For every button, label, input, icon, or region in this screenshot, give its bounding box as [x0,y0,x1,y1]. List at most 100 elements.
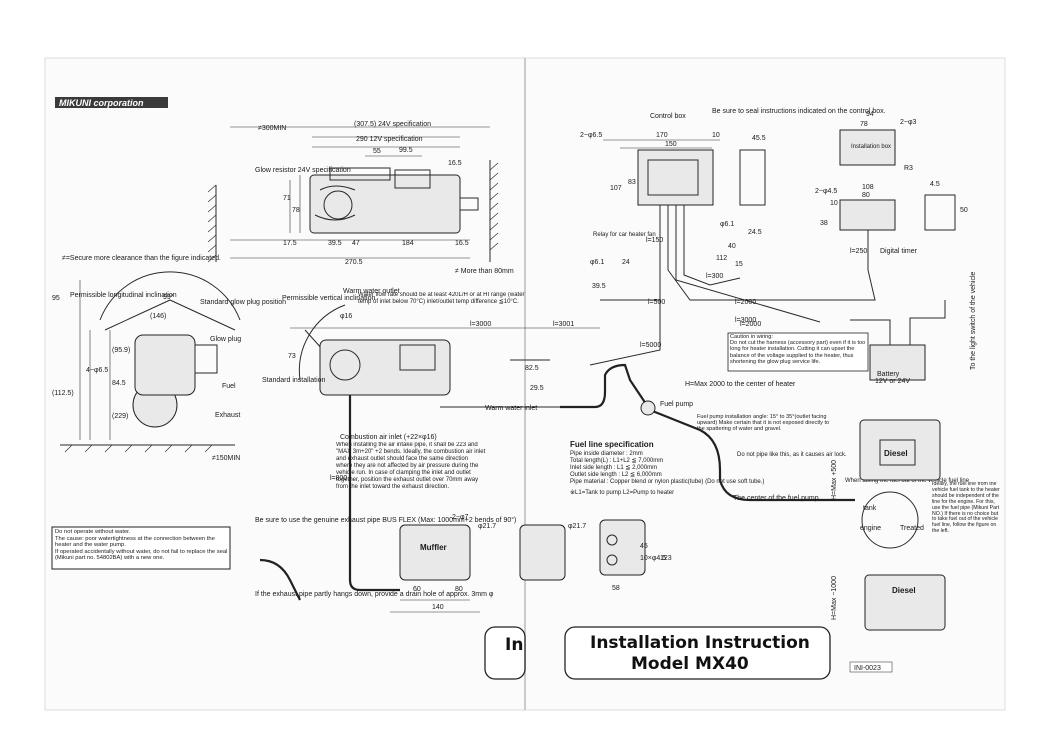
water-warning-box: Do not operate without water. The cause:… [51,526,231,570]
dim-top-1: (307.5) 24V specification [354,121,431,128]
dim-top-5: 16.5 [448,160,462,167]
clearance-note: ≠=Secure more clearance than the figure … [62,255,221,262]
dim-top-10: 47 [352,240,360,247]
control-box: Control box Be sure to seal instructions… [553,108,968,366]
muffler-dim-0: 2−φ7 [452,514,469,521]
combustion-air-note: When installing the air intake pipe, it … [336,442,486,490]
pump-center-label: The center of the fuel pump [733,495,819,502]
tank-label-6: H=Max −1000 [831,576,838,620]
front-label-1: Standard installation [262,377,326,384]
side-label-5: 4−φ6.5 [86,367,108,374]
cb-len-0: l=150 [646,237,663,244]
title-line-1: Installation Instruction [590,633,810,653]
dim-top-12: 16.5 [455,240,469,247]
timer-dim-0: 94 [866,111,874,118]
length-2000: l=2000 [740,321,761,328]
side-label-2: Glow plug [210,336,241,343]
side-label-1: Standard glow plug position [200,299,286,306]
side-label-11: 84.5 [112,380,126,387]
front-label-2: Warm water outlet [343,288,400,295]
fuel-line-2: Inlet side length : L1 ≦ 2,000mm [570,465,657,471]
side-label-10: (229) [112,413,128,420]
ideal-fuel-note: Ideally, the fuel line from the vehicle … [932,482,1000,535]
dim-top-0: ≠300MIN [258,125,286,132]
tank-label-3: engine [860,525,881,532]
top-view-heater: ≠300MIN (307.5) 24V specification 290 12… [62,121,514,275]
cb-len-3: l=2000 [735,299,756,306]
timer-dim-4: 108 [862,184,874,191]
front-view-heater: Permissible vertical inclination Standar… [262,288,761,592]
light-switch-label: To the light switch of the vehicle [970,271,977,370]
front-label-7: 82.5 [525,365,539,372]
water-flow-note: Water flow rate should be at least 420L/… [358,292,525,305]
mikuni-logo: MIKUNI corporation [55,97,168,108]
dim-top-9: 39.5 [328,240,342,247]
exhaust-muffler: Be sure to use the genuine exhaust pipe … [255,514,672,613]
muffler-dim-6: 45 [640,543,648,550]
fuel-line-spec: Fuel line specification Pipe inside diam… [570,440,764,496]
seal-note: Be sure to seal instructions indicated o… [712,108,886,115]
cb-len-6: l=5000 [640,342,661,349]
battery-voltage: 12V or 24V [875,378,910,385]
doc-number: INI-0023 [854,665,881,672]
tank-label-1: Diesel [892,586,916,595]
fuel-line-1: Total length(L) : L1+L2 ≦ 7,000mm [570,458,663,464]
tank-label-0: Diesel [884,449,908,458]
fuel-pump-tanks: Fuel pump H=Max 2000 to the center of he… [560,363,1000,631]
muffler-dim-8: 123 [660,555,672,562]
wiring-caution: Caution in wiring: Do not cut the harnes… [730,334,866,365]
pump-angle-note: Fuel pump installation angle: 15° to 35°… [697,414,830,433]
tank-label-4: Treated [900,525,924,532]
dim-top-3: 55 [373,148,381,155]
muffler-dim-7: 58 [612,585,620,592]
timer-dim-11: l=250 [850,248,867,255]
installation-box-label: Installation box [851,144,891,150]
front-label-3: Warm water inlet [485,405,537,412]
muffler-dim-9: 10×φ4.5 [640,555,666,562]
dim-top-4: 99.5 [399,147,413,154]
cb-dim-4: 45.5 [752,135,766,142]
battery: Battery 12V or 24V To the light switch o… [727,271,977,385]
front-label-8: 29.5 [530,385,544,392]
front-label-5: φ16 [340,313,352,320]
side-view-heater: Permissible longitudinal inclination Sta… [52,271,286,462]
title-line-2: Model MX40 [631,654,749,674]
muffler-dim-1: φ21.7 [478,523,496,530]
muffler-dim-5: φ21.7 [568,523,586,530]
side-label-6: (146) [150,313,166,320]
cb-len-5: l=3001 [553,321,574,328]
side-label-7: 99° [163,293,174,301]
digital-timer-label: Digital timer [880,248,918,255]
muffler-dim-4: 140 [432,604,444,611]
front-label-9: l=800 [330,475,347,482]
front-label-0: Permissible vertical inclination [282,295,375,302]
timer-dim-1: 78 [860,121,868,128]
dim-top-6: 78 [292,207,300,214]
dim-top-7: 71 [283,195,291,202]
front-label-4: Combustion air inlet (+22×φ16) [340,434,437,441]
dim-top-13: 270.5 [345,259,363,266]
drain-note: If the exhaust pipe partly hangs down, p… [255,591,494,598]
more-than-note: ≠ More than 80mm [455,268,514,275]
battery-label: Battery [877,371,900,378]
cb-dim-11: 15 [735,261,743,268]
front-label-6: 73 [288,353,296,360]
timer-dim-2: 2−φ3 [900,119,917,126]
air-lock-note: Do not pipe like this, as it causes air … [737,452,847,458]
cb-dim-10: 40 [728,243,736,250]
cb-dim-5: 107 [610,185,622,192]
logo-text: MIKUNI corporation [59,98,144,108]
cb-dim-13: 24 [622,259,630,266]
title-left-fragment: In [505,635,523,655]
water-warning-text: Do not operate without water. The cause:… [55,529,228,562]
control-box-title: Control box [650,113,686,120]
tank-label-5: H=Max +500 [831,460,838,500]
side-label-3: Fuel [222,383,236,390]
cb-len-4: l=3000 [735,317,756,324]
muffler-label: Muffler [420,543,447,552]
cb-dim-1: 170 [656,132,668,139]
side-label-4: Exhaust [215,412,240,419]
side-label-12: 95 [52,295,60,302]
tank-note: When taking the fuel out of the vehicle … [845,478,970,484]
